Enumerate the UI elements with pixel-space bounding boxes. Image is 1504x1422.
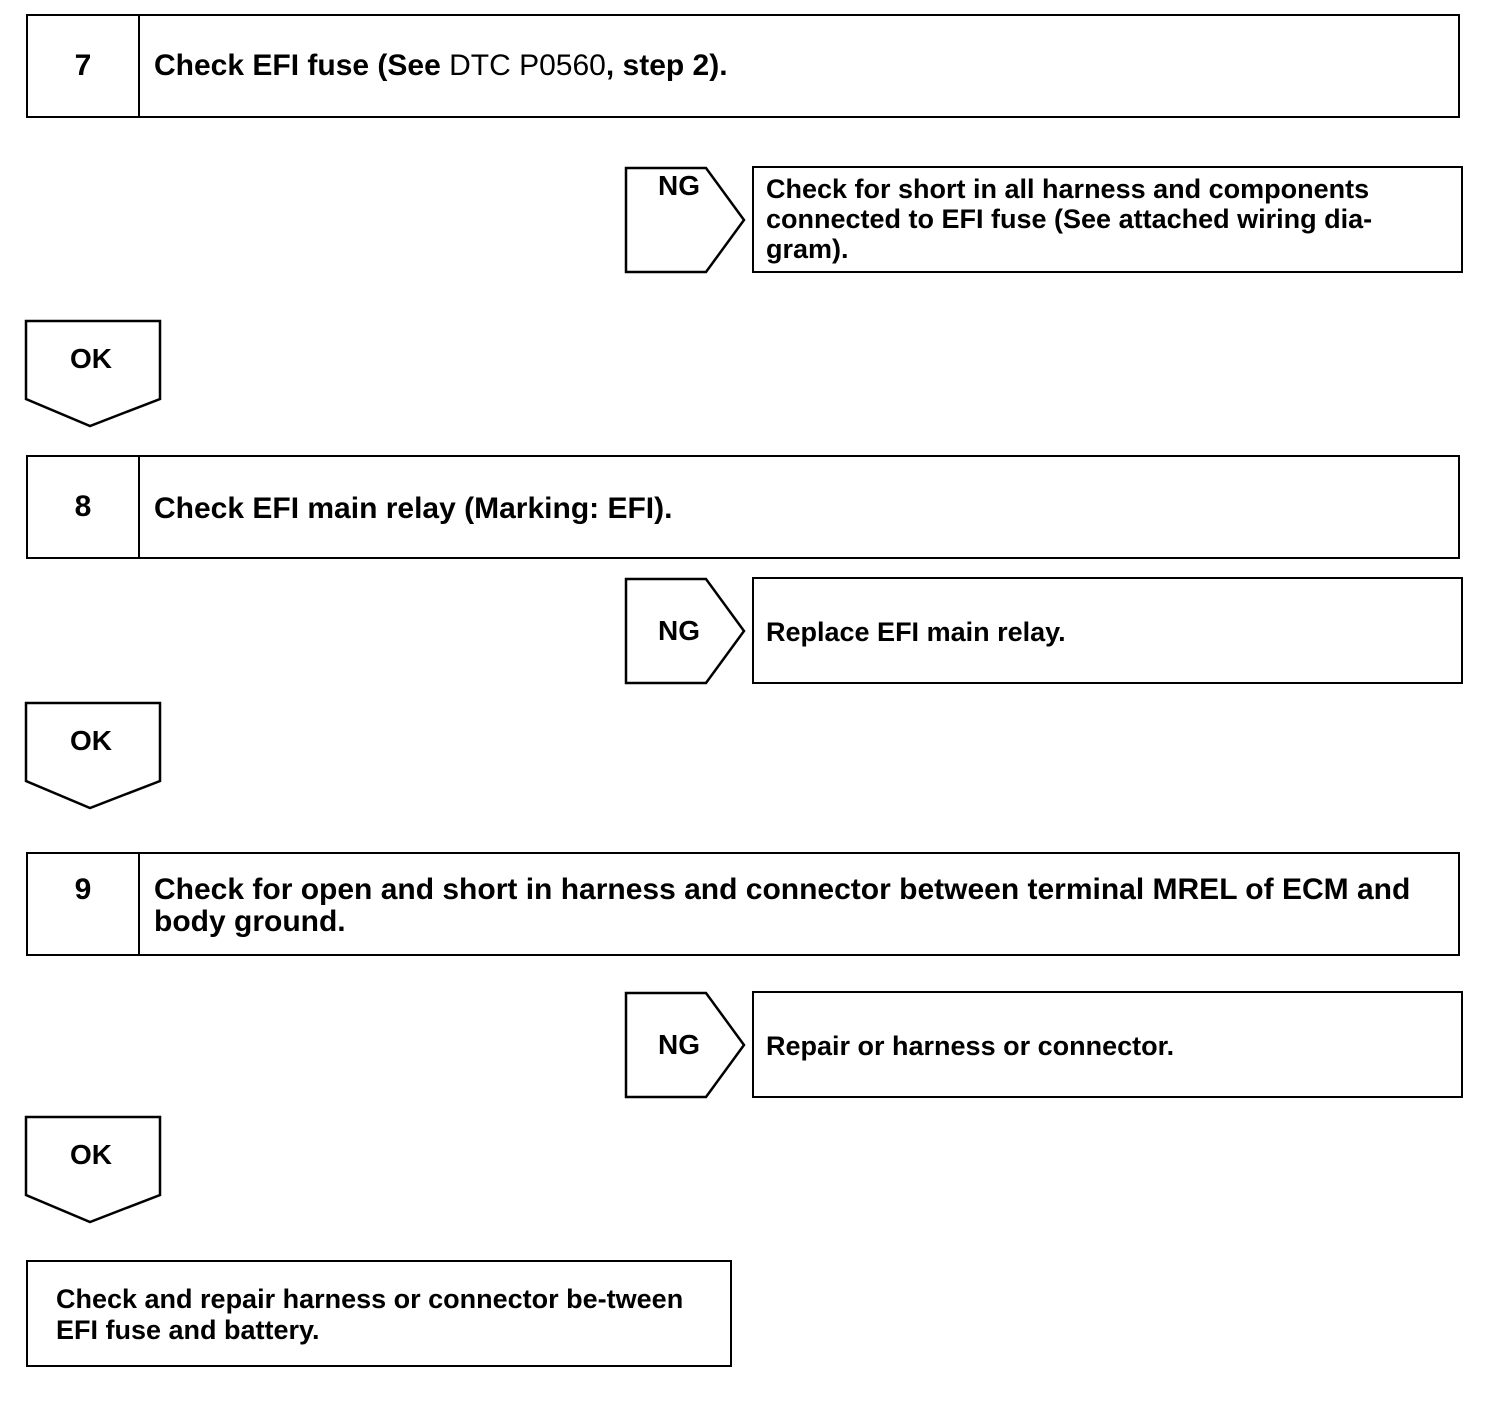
step-7-text: Check EFI fuse (See DTC P0560, step 2). <box>154 50 1428 82</box>
step-8-ng-branch: NG Replace EFI main relay. <box>624 577 1464 685</box>
step-8-number: 8 <box>28 457 140 557</box>
step-7-ng-label: NG <box>658 170 700 201</box>
step-9-number: 9 <box>28 854 140 954</box>
step-8-ng-action-box: Replace EFI main relay. <box>752 577 1463 684</box>
final-action-box: Check and repair harness or connector be… <box>26 1260 732 1367</box>
step-9-text: Check for open and short in harness and … <box>154 873 1411 938</box>
step-7-ng-action-box: Check for short in all harness and compo… <box>752 166 1463 273</box>
step-9-ng-arrow-shape <box>624 991 746 1099</box>
step-8-ng-label: NG <box>658 615 700 646</box>
step-7-number: 7 <box>28 16 140 116</box>
step-7-box: 7 Check EFI fuse (See DTC P0560, step 2)… <box>26 14 1460 118</box>
step-8-ok-arrow-shape <box>24 701 162 810</box>
step-7-text-before: Check EFI fuse (See <box>154 49 450 82</box>
step-7-ok-arrow-shape <box>24 319 162 428</box>
step-9-ng-branch: NG Repair or harness or connector. <box>624 991 1464 1099</box>
step-9-ng-action-box: Repair or harness or connector. <box>752 991 1463 1098</box>
step-9-ok-label: OK <box>70 1139 112 1170</box>
step-8-ok-marker: OK <box>24 701 164 811</box>
step-9-ng-label: NG <box>658 1029 700 1060</box>
step-9-ok-marker: OK <box>24 1115 164 1225</box>
step-8-box: 8 Check EFI main relay (Marking: EFI). <box>26 455 1460 559</box>
step-8-text: Check EFI main relay (Marking: EFI). <box>154 492 673 525</box>
step-7-ng-arrow-shape <box>624 166 746 274</box>
step-9-box: 9 Check for open and short in harness an… <box>26 852 1460 956</box>
step-7-ok-marker: OK <box>24 319 164 429</box>
step-7-text-after: , step 2). <box>605 49 728 82</box>
step-8-ng-arrow-shape <box>624 577 746 685</box>
step-9-ok-arrow-shape <box>24 1115 162 1224</box>
step-7-ok-label: OK <box>70 343 112 374</box>
step-7-ng-branch: NG Check for short in all harness and co… <box>624 166 1464 274</box>
step-7-dtc-reference: DTC P0560 <box>449 49 606 82</box>
step-8-ok-label: OK <box>70 725 112 756</box>
